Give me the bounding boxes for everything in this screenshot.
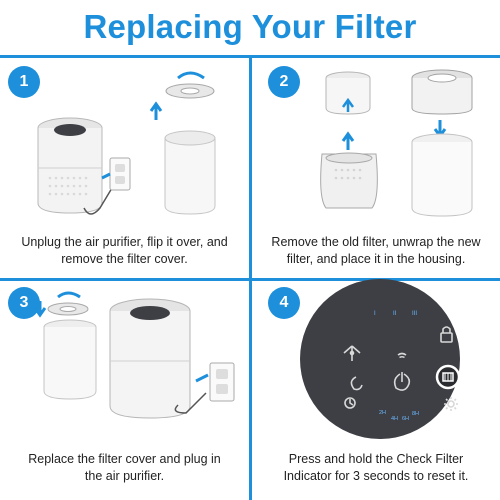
step-1-caption-line-1: Unplug the air purifier, flip it over, a… [21, 235, 228, 249]
wall-outlet-icon [209, 362, 235, 402]
step-2-badge: 2 [268, 66, 300, 98]
step-1-caption: Unplug the air purifier, flip it over, a… [0, 234, 249, 268]
flipped-purifier-icon [43, 319, 97, 400]
unplug-arrow-icon [101, 172, 111, 180]
air-purifier-icon [109, 298, 191, 419]
step-2-panel: 2 Remove the old filter, unwrap the new … [252, 58, 500, 278]
lock-icon[interactable] [440, 326, 453, 343]
page-title: Replacing Your Filter [83, 8, 417, 45]
power-cord-icon [174, 392, 207, 414]
step-1-caption-line-2: remove the filter cover. [61, 252, 188, 266]
step-2-caption: Remove the old filter, unwrap the new fi… [252, 234, 500, 268]
step-1-illustration [37, 71, 216, 215]
timer-label-8h: 8H [412, 411, 419, 417]
speed-mark-1: I [374, 311, 376, 317]
step-3-caption-line-1: Replace the filter cover and plug in [28, 452, 221, 466]
center-divider [249, 55, 252, 500]
lift-arrow-icon [149, 101, 163, 120]
speed-mark-3: III [412, 311, 417, 317]
timer-icon[interactable] [344, 397, 356, 409]
step-4-caption-line-2: Indicator for 3 seconds to reset it. [283, 469, 469, 483]
step-3-caption: Replace the filter cover and plug in the… [0, 451, 249, 485]
step-4-caption-line-1: Press and hold the Check Filter [288, 452, 464, 466]
check-filter-button[interactable] [435, 364, 461, 390]
control-panel-illustration: I II III [300, 279, 461, 439]
filter-into-housing-icon [411, 69, 473, 115]
power-icon[interactable] [393, 372, 411, 391]
step-4-panel: 4 I II III [252, 279, 500, 500]
step-3-badge: 3 [8, 287, 40, 319]
step-4-caption: Press and hold the Check Filter Indicato… [252, 451, 500, 485]
filter-cover-icon [165, 83, 215, 99]
flipped-purifier-icon [164, 130, 216, 215]
purifier-housing-icon [411, 133, 473, 217]
new-filter-bag-icon [320, 152, 378, 209]
timer-label-2h: 2H [379, 410, 386, 416]
old-filter-icon [325, 71, 371, 115]
wall-outlet-icon [109, 157, 131, 191]
step-4-badge: 4 [268, 287, 300, 319]
check-filter-icon [444, 373, 452, 381]
speed-mark-2: II [393, 311, 397, 317]
wifi-icon [397, 352, 407, 359]
rotate-arrow-icon [57, 291, 81, 299]
place-arrow-icon [33, 301, 47, 318]
timer-label-6h: 6H [402, 416, 409, 422]
rotate-arrow-icon [177, 71, 205, 80]
unwrap-arrow-icon [341, 131, 355, 150]
plug-in-arrow-icon [195, 373, 209, 383]
fan-speed-icon[interactable] [343, 345, 361, 361]
remove-arrow-icon [341, 97, 355, 112]
step-3-illustration [33, 291, 235, 419]
timer-label-4h: 4H [391, 416, 398, 422]
air-purifier-icon [37, 117, 103, 214]
sleep-mode-icon[interactable] [350, 376, 363, 391]
brightness-icon[interactable] [444, 397, 458, 411]
step-2-caption-line-2: filter, and place it in the housing. [286, 252, 466, 266]
step-3-caption-line-2: the air purifier. [84, 469, 165, 483]
power-cord-icon [83, 187, 113, 215]
step-2-caption-line-1: Remove the old filter, unwrap the new [271, 235, 481, 249]
step-1-panel: 1 [0, 58, 249, 278]
step-1-badge: 1 [8, 66, 40, 98]
control-panel-dial [300, 279, 460, 439]
step-3-panel: 3 Replace the filter cover and plug in t… [0, 281, 249, 500]
step-2-illustration [320, 69, 473, 217]
filter-cover-icon [47, 302, 89, 316]
